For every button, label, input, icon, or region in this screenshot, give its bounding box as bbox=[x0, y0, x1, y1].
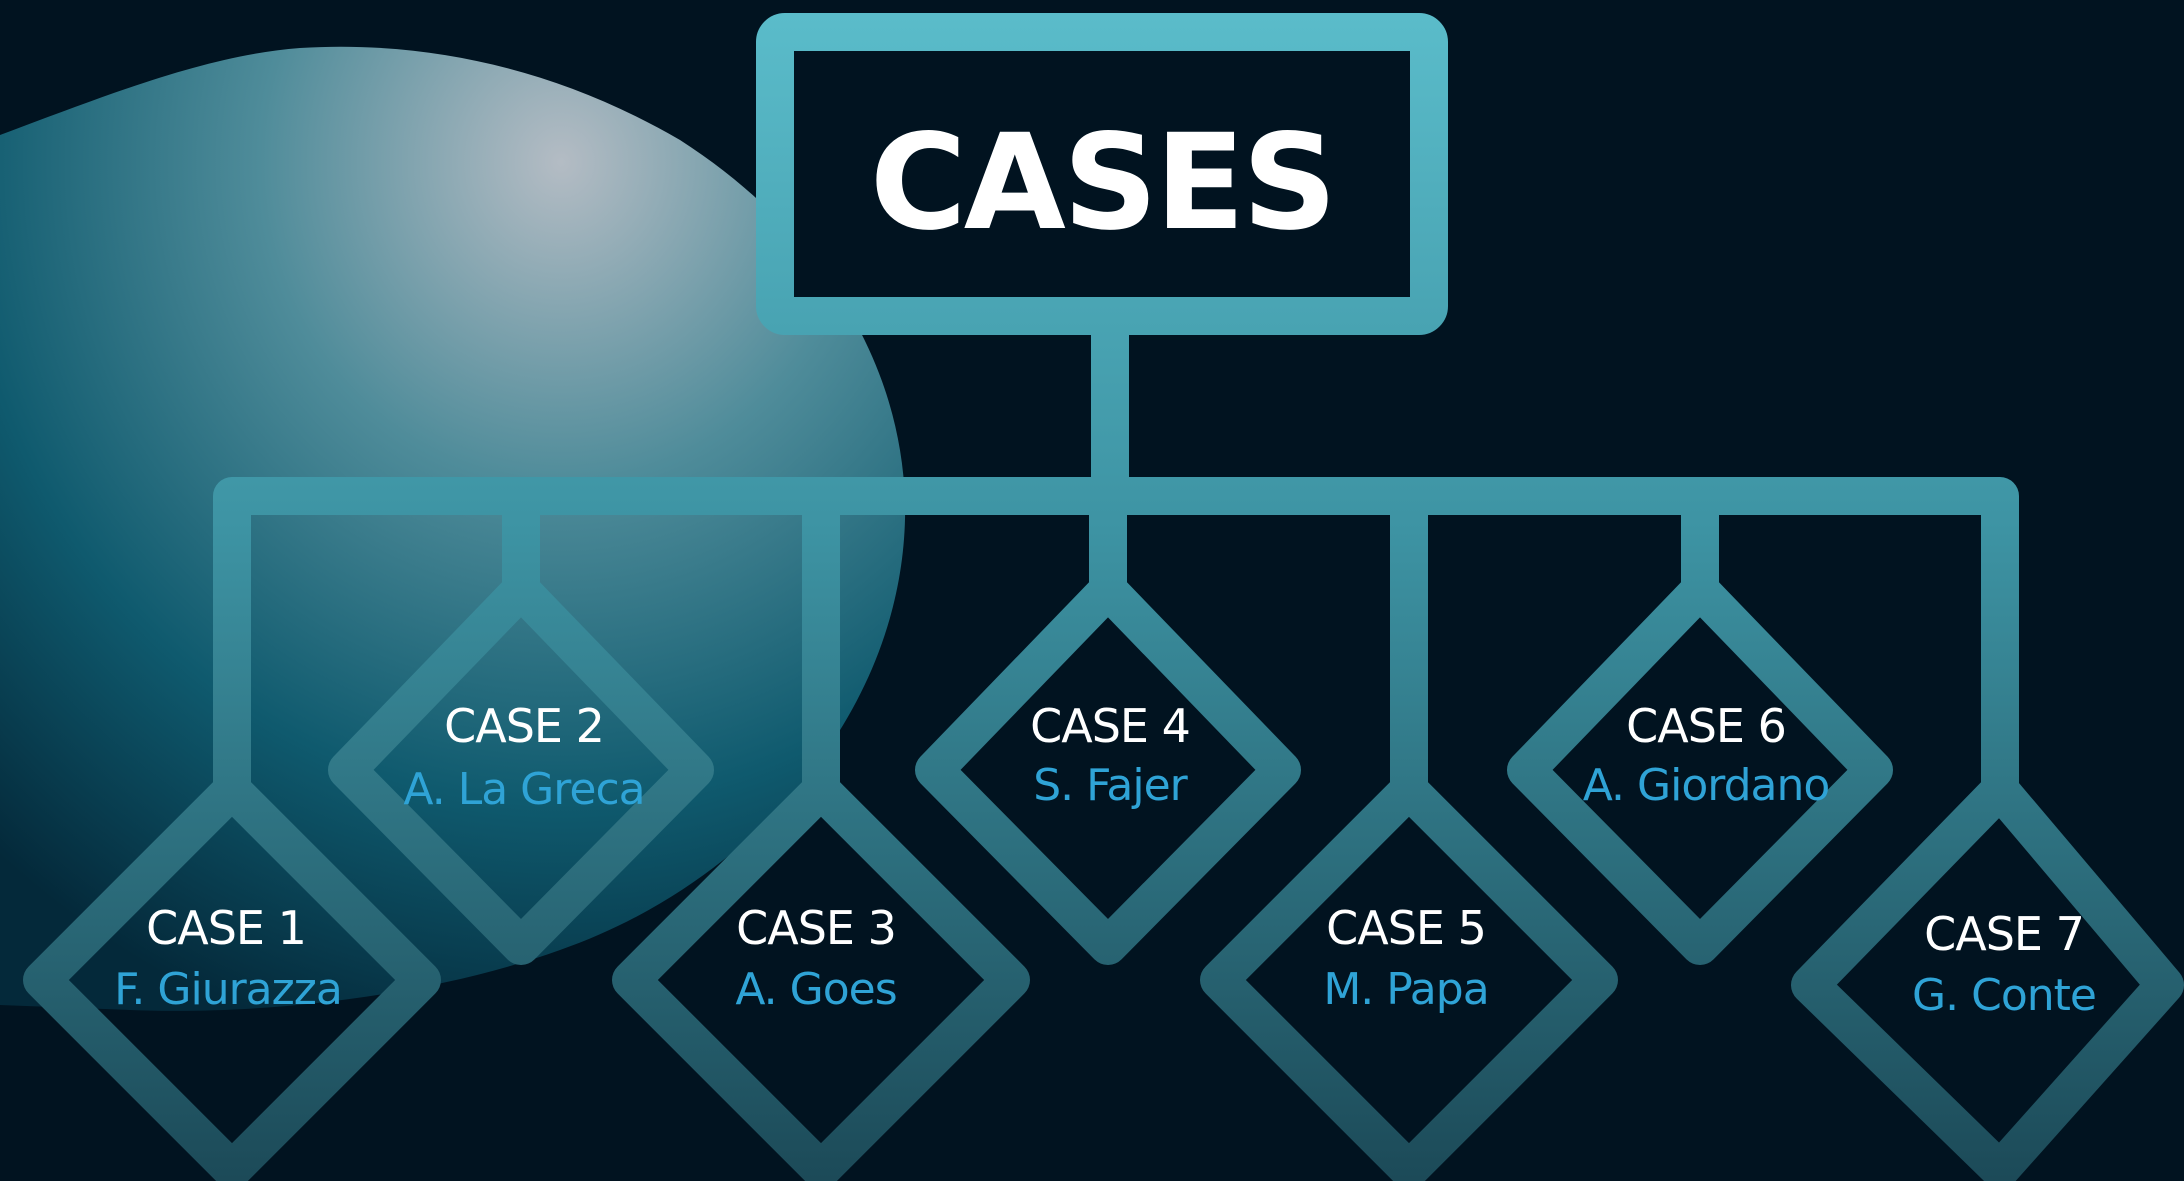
case-label: CASE 1 bbox=[146, 901, 306, 955]
case-node-2: CASE 2 A. La Greca bbox=[328, 571, 714, 965]
case-node-1: CASE 1 F. Giurazza bbox=[23, 771, 441, 1181]
case-node-7: CASE 7 G. Conte bbox=[1791, 771, 2184, 1181]
case-label: CASE 7 bbox=[1924, 907, 2084, 961]
case-diamond bbox=[915, 571, 1301, 965]
case-name: A. Giordano bbox=[1583, 760, 1830, 811]
case-diamond bbox=[612, 771, 1030, 1181]
case-diamond bbox=[1200, 771, 1618, 1181]
case-name: G. Conte bbox=[1912, 970, 2096, 1021]
case-name: F. Giurazza bbox=[114, 964, 342, 1015]
case-diamond bbox=[328, 571, 714, 965]
case-label: CASE 3 bbox=[736, 901, 896, 955]
case-label: CASE 4 bbox=[1030, 699, 1190, 753]
case-name: A. Goes bbox=[735, 964, 896, 1015]
case-name: S. Fajer bbox=[1033, 760, 1188, 811]
diagram-title: CASES bbox=[870, 106, 1334, 260]
case-label: CASE 2 bbox=[444, 699, 604, 753]
case-node-5: CASE 5 M. Papa bbox=[1200, 771, 1618, 1181]
case-diamond bbox=[1507, 571, 1893, 965]
case-diamond bbox=[1791, 771, 2184, 1181]
case-diamond bbox=[23, 771, 441, 1181]
case-node-3: CASE 3 A. Goes bbox=[612, 771, 1030, 1181]
case-node-6: CASE 6 A. Giordano bbox=[1507, 571, 1893, 965]
case-label: CASE 5 bbox=[1326, 901, 1486, 955]
title-box bbox=[756, 13, 1448, 335]
case-node-4: CASE 4 S. Fajer bbox=[915, 571, 1301, 965]
case-name: A. La Greca bbox=[403, 764, 644, 815]
case-label: CASE 6 bbox=[1626, 699, 1786, 753]
case-name: M. Papa bbox=[1323, 964, 1488, 1015]
